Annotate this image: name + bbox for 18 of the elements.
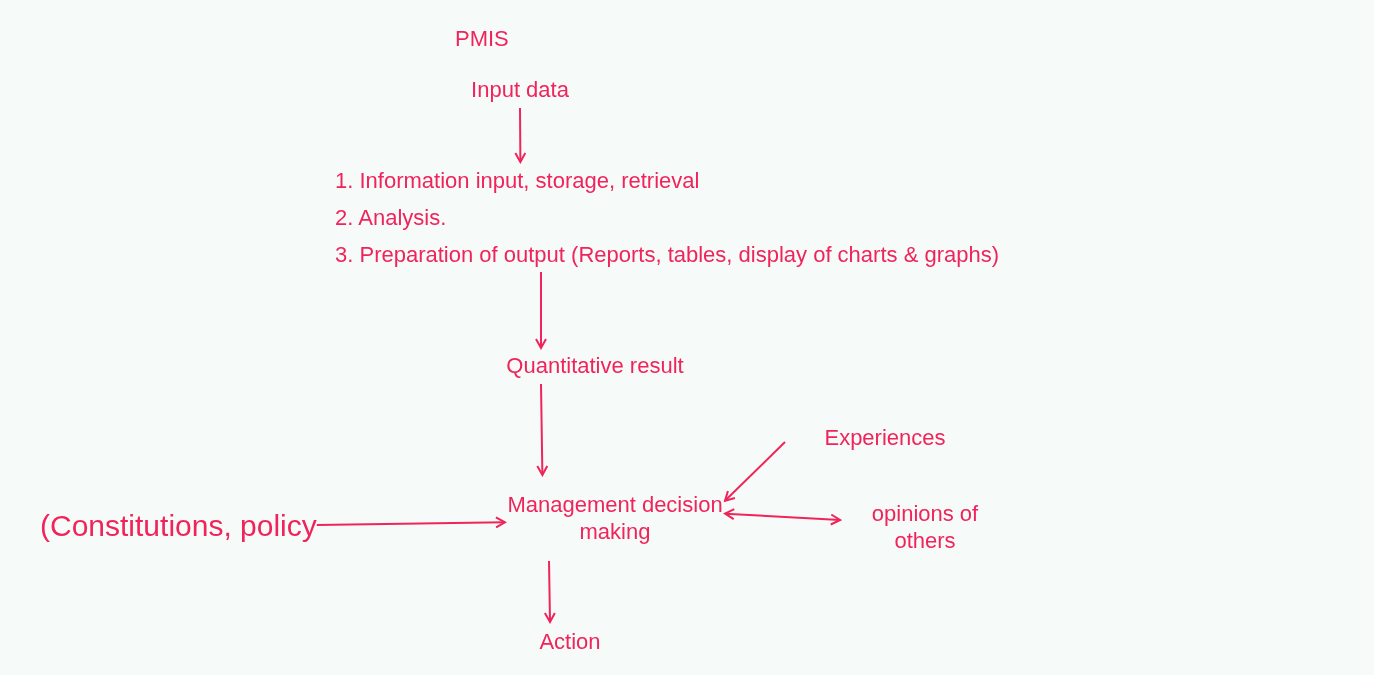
node-text: Management decision making	[506, 490, 724, 546]
arrow	[543, 560, 556, 623]
list-item: 2. Analysis.	[335, 203, 447, 232]
arrow	[724, 508, 841, 526]
arrow	[724, 441, 786, 502]
arrow	[536, 383, 549, 476]
node-text: opinions of others	[870, 499, 980, 555]
arrow	[315, 516, 506, 529]
arrow	[535, 271, 547, 349]
list-item: 3. Preparation of output (Reports, tables, display of charts & graphs)	[335, 240, 1000, 269]
arrow	[514, 107, 527, 163]
node-text: Action	[539, 628, 601, 656]
node-text: Quantitative result	[506, 352, 684, 380]
list-item: 1. Information input, storage, retrieval	[335, 166, 700, 195]
node-text: Input data	[471, 76, 569, 104]
node-text: Experiences	[824, 424, 946, 452]
node-text: (Constitutions, policy	[40, 507, 317, 544]
diagram-title: PMIS	[455, 25, 509, 53]
